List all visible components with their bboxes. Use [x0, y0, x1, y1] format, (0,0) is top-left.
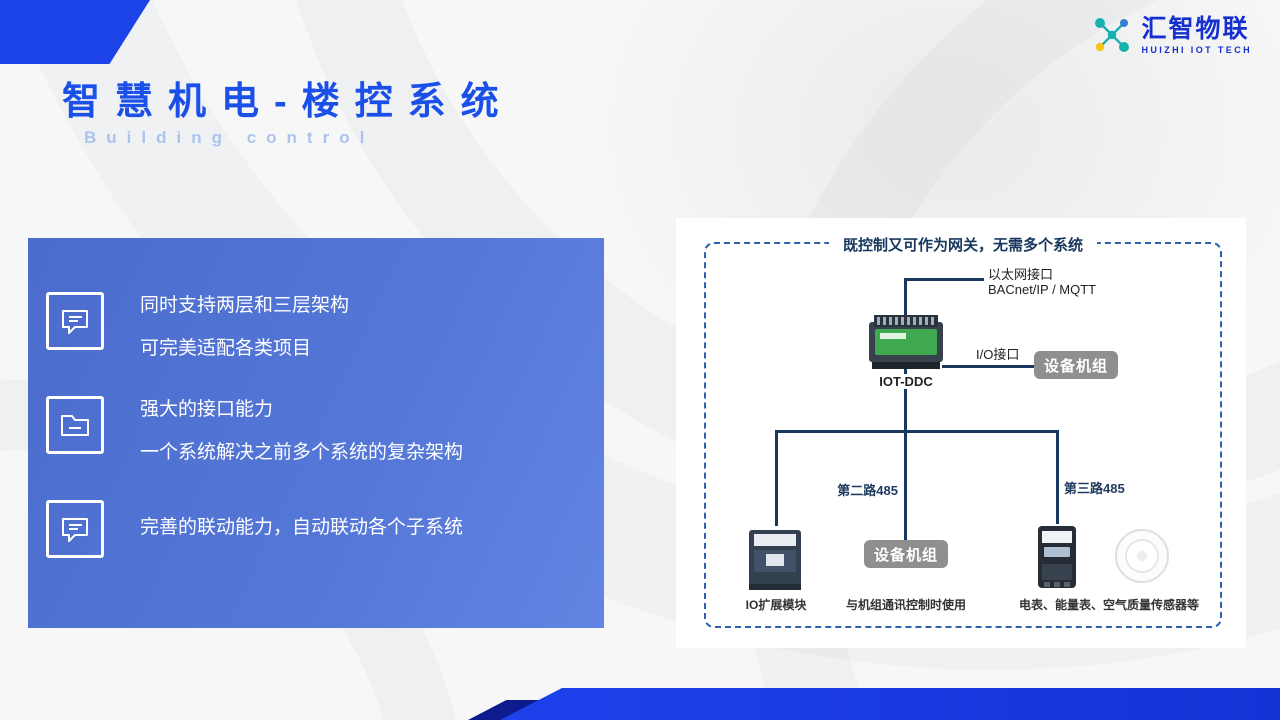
logo-name: 汇智物联 — [1141, 15, 1250, 43]
ethernet-label: 以太网接口 — [988, 267, 1054, 282]
connector-line-mid-branch — [904, 430, 907, 540]
feature-text: 强大的接口能力 — [140, 399, 274, 420]
network-nodes-icon — [1090, 13, 1134, 57]
logo-tagline: HUIZHI IOT TECH — [1141, 45, 1252, 55]
device-group-badge-mid: 设备机组 — [864, 540, 948, 568]
connector-line-io — [942, 365, 1034, 368]
connector-line-ethernet-h — [904, 278, 984, 281]
io-port-label: I/O接口 — [976, 347, 1020, 362]
page-subtitle: Building control — [84, 128, 375, 147]
bottom-banner — [500, 688, 1280, 720]
page-title: 智慧机电-楼控系统 — [62, 81, 514, 123]
diagram-panel: 既控制又可作为网关，无需多个系统 以太网接口 BACnet/IP / MQTT … — [676, 218, 1246, 648]
connector-line-left-branch — [775, 430, 778, 526]
chat-bubble-icon — [46, 292, 104, 350]
air-quality-sensor-image — [1114, 528, 1170, 584]
right-branch-caption: 电表、能量表、空气质量传感器等 — [1018, 598, 1199, 612]
branch3-label: 第三路485 — [1064, 481, 1125, 496]
feature-text: 一个系统解决之前多个系统的复杂架构 — [140, 442, 464, 463]
io-module-caption: IO扩展模块 — [745, 598, 807, 612]
branch2-label: 第二路485 — [837, 483, 898, 498]
diagram-caption: 既控制又可作为网关，无需多个系统 — [828, 234, 1098, 255]
folder-icon — [46, 396, 104, 454]
feature-text: 可完美适配各类项目 — [140, 338, 312, 359]
controller-label: IOT-DDC — [876, 374, 936, 389]
connector-line-right-branch — [1056, 430, 1059, 524]
device-group-badge-top: 设备机组 — [1034, 351, 1118, 379]
logo: 汇智物联 HUIZHI IOT TECH — [1090, 13, 1253, 57]
mid-branch-caption: 与机组通讯控制时使用 — [845, 598, 966, 612]
connector-line-main-h — [775, 430, 1059, 433]
chat-bubble-icon — [46, 500, 104, 558]
feature-text: 同时支持两层和三层架构 — [140, 295, 350, 316]
io-expansion-module-image — [746, 526, 804, 592]
connector-line-ethernet-v — [904, 278, 907, 316]
connector-line-main-v — [904, 368, 907, 432]
iot-ddc-device-image — [868, 312, 944, 370]
ethernet-protocol-label: BACnet/IP / MQTT — [988, 282, 1097, 297]
feature-panel: 同时支持两层和三层架构 可完美适配各类项目 强大的接口能力 一个系统解决之前多个… — [28, 238, 604, 628]
power-meter-image — [1031, 524, 1083, 592]
feature-text: 完善的联动能力，自动联动各个子系统 — [140, 517, 464, 538]
